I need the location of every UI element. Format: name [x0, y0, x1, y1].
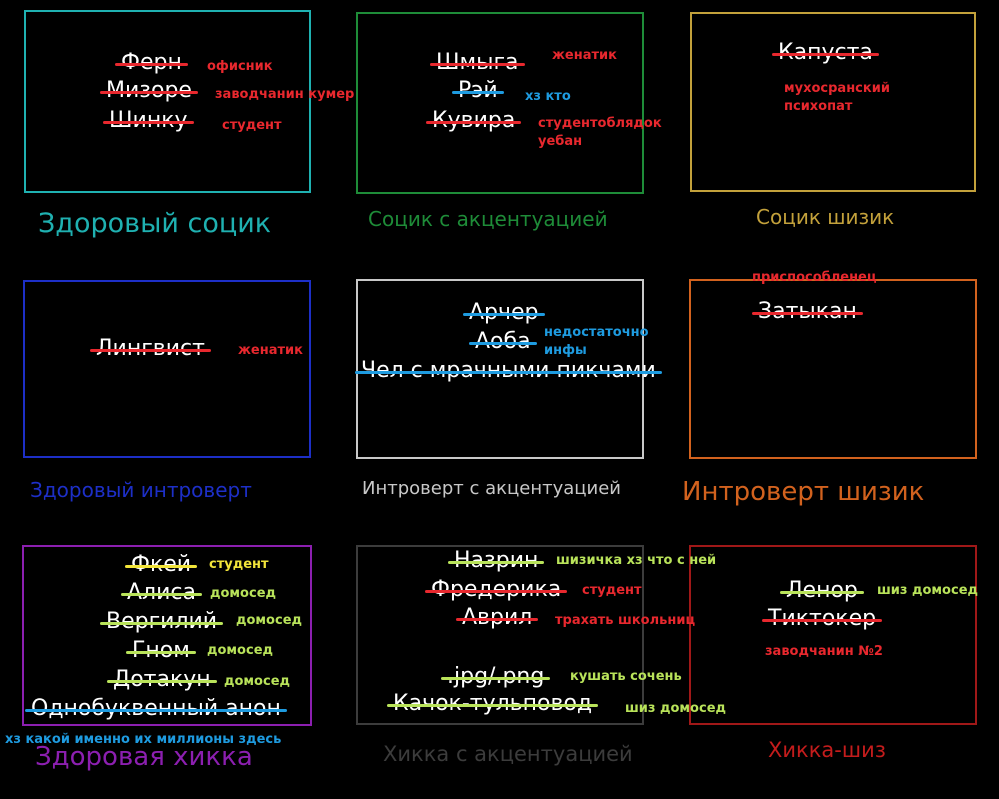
cell-box-schizo-social [690, 12, 976, 192]
category-label: Интроверт шизик [682, 477, 925, 507]
strikethrough [752, 312, 863, 315]
strikethrough [463, 313, 545, 316]
strikethrough [355, 371, 662, 374]
strikethrough [125, 565, 198, 568]
person-note: студент [209, 557, 269, 572]
strikethrough [387, 704, 599, 707]
person-name: .jpg/.png [441, 666, 551, 688]
strikethrough [115, 63, 188, 66]
category-label: Здоровый социк [38, 208, 272, 239]
strikethrough [25, 709, 287, 712]
person-note: женатик [238, 343, 303, 358]
strikethrough [425, 590, 568, 593]
person-name: Однобуквенный анон [25, 698, 287, 720]
person-name: Вергилий [100, 611, 224, 633]
person-name: Назрин [448, 550, 545, 572]
strikethrough [456, 618, 539, 621]
person-note: приспособленец [752, 270, 877, 285]
person-name: Фредерика [425, 579, 568, 601]
cell-box-healthy-introvert [23, 280, 311, 458]
person-note: заводчанин кумер [215, 87, 355, 102]
strikethrough [780, 591, 864, 594]
strikethrough [107, 680, 217, 683]
person-name: Алиса [121, 582, 202, 604]
category-label: Социк с акцентуацией [368, 207, 608, 231]
strikethrough [762, 619, 883, 622]
person-note: хз какой именно их миллионы здесь [5, 732, 282, 747]
strikethrough [426, 121, 522, 124]
person-note: заводчанин №2 [765, 644, 883, 659]
person-name: Мизоре [100, 80, 198, 102]
person-name: Затыкан [752, 301, 863, 323]
category-label: Интроверт с акцентуацией [362, 478, 621, 499]
person-name: Чел с мрачными пикчами [355, 360, 662, 382]
strikethrough [90, 349, 211, 352]
person-note: женатик [552, 48, 617, 63]
person-note: студент [222, 118, 282, 133]
person-note: шиз домосед [625, 701, 727, 716]
cell-box-accent-social [356, 12, 644, 194]
strikethrough [772, 53, 879, 56]
cell-box-schizo-hikka [689, 545, 977, 725]
person-note: студентоблядок уебан [538, 116, 662, 150]
cell-box-healthy-social [24, 10, 311, 193]
strikethrough [103, 121, 194, 124]
person-name: Рэй [452, 80, 504, 102]
person-name: Лингвист [90, 338, 211, 360]
person-name: Дотакун [107, 669, 217, 691]
person-name: Шинку [103, 110, 194, 132]
strikethrough [469, 342, 537, 345]
person-note: домосед [207, 643, 274, 658]
person-name: Шмыга [430, 52, 525, 74]
strikethrough [452, 91, 504, 94]
strikethrough [126, 651, 196, 654]
person-note: домосед [236, 613, 303, 628]
strikethrough [121, 593, 202, 596]
category-label: Хикка-шиз [768, 738, 886, 762]
strikethrough [100, 91, 198, 94]
person-note: мухосранский психопат [784, 81, 890, 115]
person-name: Арчер [463, 302, 545, 324]
category-label: Хикка с акцентуацией [383, 742, 633, 766]
person-note: хз кто [525, 89, 571, 104]
person-name: Капуста [772, 42, 879, 64]
person-note: офисник [207, 59, 273, 74]
cell-box-healthy-hikka [22, 545, 312, 726]
person-name: Ферн [115, 52, 188, 74]
person-name: Гном [126, 640, 196, 662]
strikethrough [441, 677, 551, 680]
person-note: трахать школьниц [555, 613, 696, 628]
person-name: Кувира [426, 110, 522, 132]
person-note: шизичка хз что с ней [556, 553, 717, 568]
person-name: Ленор [780, 580, 864, 602]
cell-box-schizo-introvert [689, 279, 977, 459]
category-label: Здоровая хикка [35, 742, 253, 772]
strikethrough [448, 561, 545, 564]
person-note: кушать сочень [570, 669, 682, 684]
category-label: Здоровый интроверт [30, 478, 252, 502]
cell-box-accent-introvert [356, 279, 644, 459]
category-label: Социк шизик [756, 205, 895, 229]
cell-box-accent-hikka [356, 545, 644, 725]
person-name: Фкей [125, 554, 198, 576]
person-name: Аоба [469, 331, 537, 353]
group-note: недостаточно инфы [544, 325, 649, 359]
person-name: Тиктокер [762, 608, 883, 630]
person-note: домосед [210, 586, 277, 601]
strikethrough [100, 622, 224, 625]
person-note: домосед [224, 674, 291, 689]
person-name: Аврил [456, 607, 539, 629]
person-note: шиз домосед [877, 583, 979, 598]
person-name: Качок-тульповод [387, 693, 599, 715]
person-note: студент [582, 583, 642, 598]
strikethrough [430, 63, 525, 66]
